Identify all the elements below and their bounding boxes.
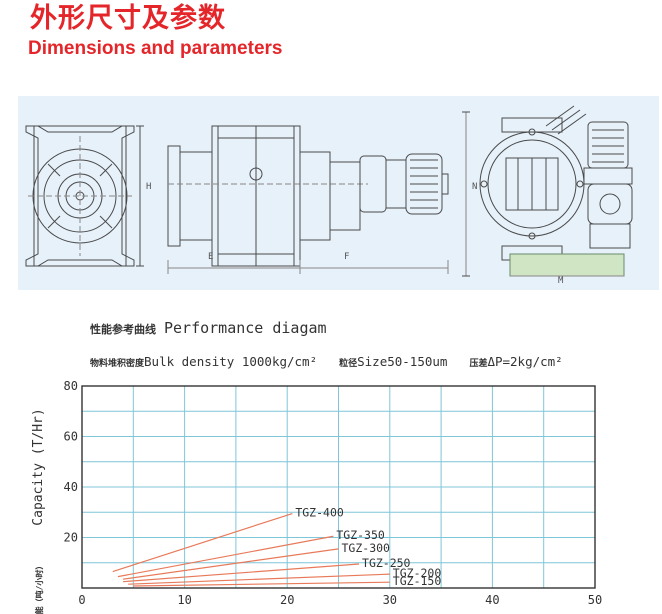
y-tick-label: 80 [64, 379, 78, 393]
performance-title-en: Performance diagam [164, 319, 327, 337]
x-tick-label: 30 [383, 593, 397, 607]
bulk-density-label-cn: 物料堆积密度 [90, 359, 145, 369]
end-view [462, 105, 633, 277]
side-view [167, 125, 449, 274]
page-title-english: Dimensions and parameters [28, 38, 283, 59]
performance-conditions: 物料堆积密度Bulk density 1000kg/cm² 粒径Size50-15… [90, 354, 563, 369]
y-axis-label: Capacity (T/Hr) [31, 408, 46, 525]
series-line [122, 563, 360, 583]
dimension-e-label: E [208, 252, 214, 262]
dimension-f-label: F [344, 252, 350, 262]
dimension-m-label: M [558, 276, 564, 286]
pressure-label-cn: 压差 [469, 359, 488, 369]
series-label: TGZ-400 [295, 506, 344, 520]
size-label-cn: 粒径 [339, 359, 358, 369]
y-tick-label: 20 [64, 531, 78, 545]
series-line [133, 581, 390, 587]
y-tick-label: 60 [64, 430, 78, 444]
series-label: TGZ-350 [336, 528, 385, 542]
front-view [25, 125, 144, 267]
pressure-label: ΔP=2kg/cm² [487, 354, 563, 369]
series-label: TGZ-250 [362, 556, 411, 570]
x-tick-label: 50 [588, 593, 602, 607]
dimension-drawing: H E F N M [18, 96, 659, 290]
x-tick-label: 40 [485, 593, 499, 607]
performance-title: 性能参考曲线 Performance diagam [90, 319, 327, 337]
dimension-h-label: H [146, 182, 152, 192]
x-tick-label: 0 [78, 593, 85, 607]
x-tick-label: 20 [280, 593, 294, 607]
plot-frame [81, 385, 596, 589]
y-axis-label-cn: 产能（吨/小时） [34, 562, 44, 614]
page-title-chinese: 外形尺寸及参数 [30, 3, 226, 34]
series-line [122, 548, 339, 580]
size-label: Size50-150um [357, 354, 448, 369]
bulk-density-label: Bulk density 1000kg/cm² [144, 354, 318, 369]
series-label: TGZ-300 [342, 541, 391, 555]
series-label: TGZ-150 [393, 574, 442, 588]
dimension-n-label: N [472, 182, 478, 192]
x-tick-label: 10 [177, 593, 191, 607]
performance-title-cn: 性能参考曲线 [90, 323, 156, 336]
y-tick-label: 40 [64, 480, 78, 494]
series-line [128, 573, 390, 585]
series-line [117, 535, 334, 578]
series-label: TGZ-200 [393, 566, 442, 580]
series-line [112, 512, 293, 573]
technical-drawing [25, 105, 633, 277]
